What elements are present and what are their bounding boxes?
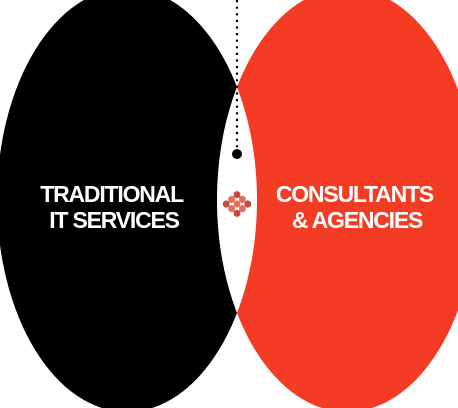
logo-hexagon-cell	[233, 190, 241, 199]
left-set-circle	[0, 0, 257, 408]
left-set-label: TRADITIONAL IT SERVICES	[40, 181, 187, 233]
logo-hexagon-cell	[239, 195, 246, 204]
left-set-label-line-1: TRADITIONAL	[40, 181, 184, 207]
right-set-label: CONSULTANTS & AGENCIES	[276, 181, 438, 233]
right-set-label-line-1: CONSULTANTS	[276, 181, 434, 207]
right-set-label-line-2: & AGENCIES	[292, 207, 423, 233]
hexagon-cluster-logo-icon	[222, 190, 252, 218]
logo-hexagon-cell	[233, 200, 241, 208]
logo-hexagon-cell	[233, 209, 241, 218]
logo-hexagon-cell	[239, 204, 246, 213]
logo-hexagon-cell	[222, 200, 230, 208]
logo-hexagon-cell	[244, 200, 252, 208]
logo-hexagon-cell	[228, 195, 235, 204]
pointer-dot	[232, 149, 242, 159]
right-set-circle	[217, 0, 458, 408]
left-set-label-line-2: IT SERVICES	[49, 207, 179, 233]
logo-hexagon-cell	[228, 204, 235, 213]
